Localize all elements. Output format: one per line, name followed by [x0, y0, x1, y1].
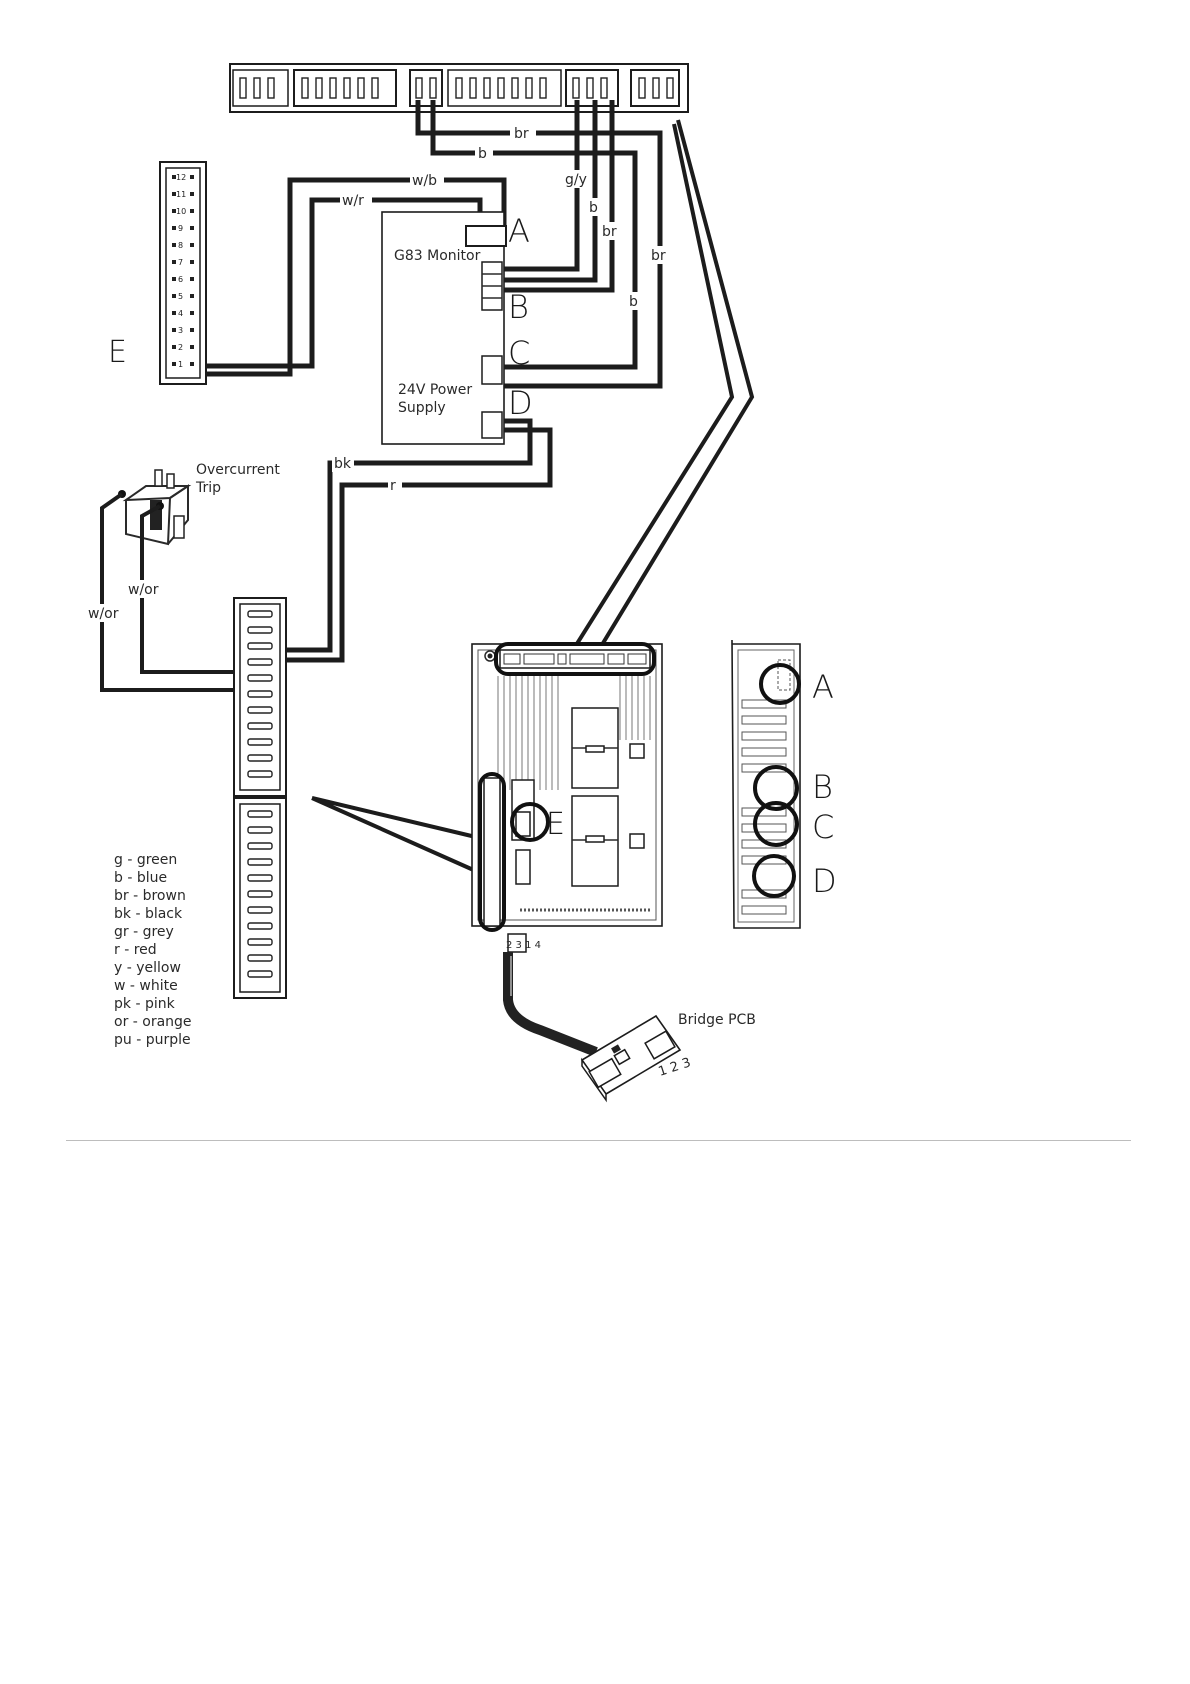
legend-item: br - brown — [114, 888, 186, 904]
legend-item: bk - black — [114, 906, 183, 922]
terminal-block-lower — [234, 798, 286, 998]
svg-text:11: 11 — [176, 190, 186, 199]
marker-c: C — [508, 334, 530, 372]
wire-bk — [276, 421, 530, 650]
pointer-lines-to-board — [312, 798, 480, 872]
svg-text:2: 2 — [178, 343, 183, 352]
marker-d: D — [508, 384, 533, 422]
psu-side-marker-a: A — [812, 668, 834, 706]
legend-item: g - green — [114, 852, 177, 868]
ribbon-cable — [508, 934, 596, 1052]
wire-label-w-r: w/r — [342, 193, 364, 209]
legend-item: pu - purple — [114, 1032, 191, 1048]
overcurrent-trip — [118, 470, 188, 544]
marker-b: B — [508, 288, 529, 326]
wire-label-br-mid: br — [602, 224, 617, 240]
wire-label-w-b: w/b — [412, 173, 437, 189]
svg-text:3: 3 — [178, 326, 183, 335]
marker-a: A — [508, 212, 530, 250]
ribbon-pin-labels: 2 3 1 4 — [506, 940, 541, 951]
wire-label-r: r — [390, 478, 396, 494]
page-divider — [66, 1140, 1131, 1141]
legend-item: pk - pink — [114, 996, 176, 1012]
svg-text:8: 8 — [178, 241, 183, 250]
legend-item: b - blue — [114, 870, 167, 886]
wire-label-bk: bk — [334, 456, 352, 472]
overcurrent-label-line2: Trip — [195, 480, 221, 496]
svg-text:12: 12 — [176, 173, 186, 182]
legend-item: r - red — [114, 942, 157, 958]
psu-side-marker-d: D — [812, 862, 837, 900]
svg-text:1: 1 — [178, 360, 183, 369]
g83-monitor-label: G83 Monitor — [394, 248, 481, 264]
connector-e: 12 11 10 9 8 7 6 5 4 3 2 1 — [160, 162, 206, 384]
control-board — [472, 644, 662, 926]
psu-label-line2: Supply — [398, 400, 446, 416]
wire-label-b-right: b — [629, 294, 638, 310]
wire-label-br-right: br — [651, 248, 666, 264]
psu-label-line1: 24V Power — [398, 382, 472, 398]
svg-text:10: 10 — [176, 207, 186, 216]
svg-text:4: 4 — [178, 309, 183, 318]
wire-label-b-mid: b — [589, 200, 598, 216]
wire-label-w-or-inner: w/or — [128, 582, 159, 598]
top-connector-strip — [230, 64, 688, 112]
legend-item: gr - grey — [114, 924, 174, 940]
overcurrent-label-line1: Overcurrent — [196, 462, 280, 478]
board-marker-e: E — [546, 807, 565, 842]
psu-unit-side-view — [732, 640, 800, 928]
wire-label-w-or-outer: w/or — [88, 606, 119, 622]
terminal-block-upper — [234, 598, 286, 796]
legend-item: w - white — [114, 978, 178, 994]
wire-label-g-y: g/y — [565, 172, 587, 188]
colour-legend: g - green b - blue br - brown bk - black… — [114, 852, 192, 1048]
bridge-pcb — [582, 1016, 680, 1100]
svg-text:5: 5 — [178, 292, 183, 301]
psu-side-marker-b: B — [812, 768, 833, 806]
svg-text:9: 9 — [178, 224, 183, 233]
bridge-pcb-label: Bridge PCB — [678, 1012, 756, 1028]
wire-label-b-top: b — [478, 146, 487, 162]
legend-item: y - yellow — [114, 960, 181, 976]
svg-text:7: 7 — [178, 258, 183, 267]
svg-text:6: 6 — [178, 275, 183, 284]
legend-item: or - orange — [114, 1014, 192, 1030]
psu-side-marker-c: C — [812, 808, 834, 846]
marker-e: E — [108, 335, 127, 370]
wire-label-br-top: br — [514, 126, 529, 142]
